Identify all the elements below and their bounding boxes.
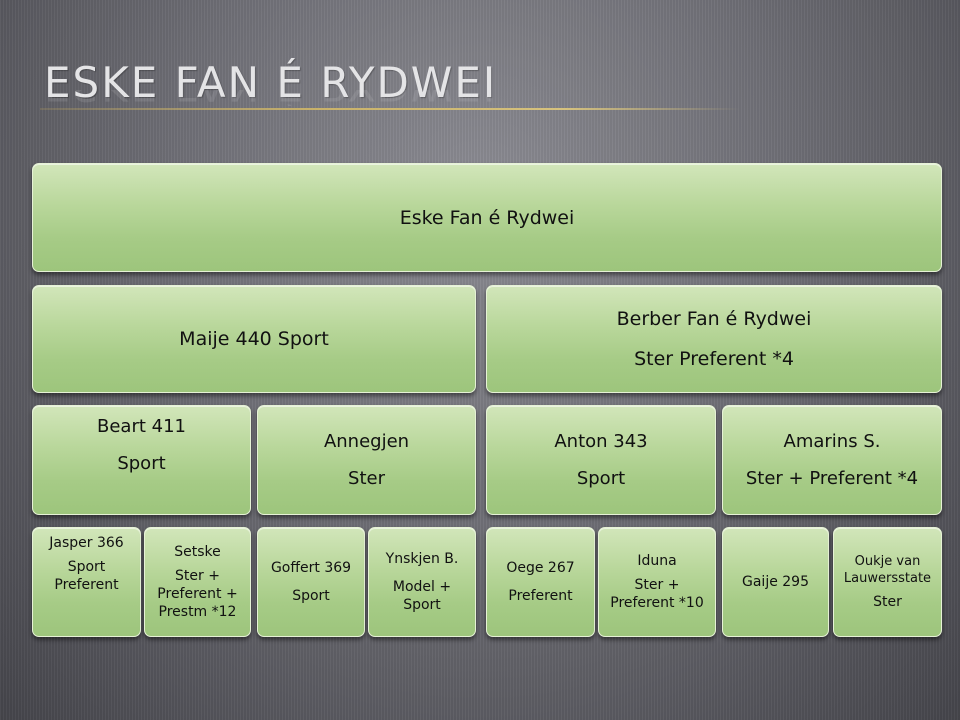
slide-title-reflection: ESKE FAN É RYDWEI — [44, 90, 497, 106]
grandparent-predicate: Ster — [348, 468, 385, 489]
great-grandparent-box: Gaije 295 — [722, 527, 829, 637]
great-grandparent-box: Oege 267 Preferent — [486, 527, 595, 637]
great-grandparent-name: Setske — [174, 544, 221, 560]
great-grandparent-predicate: Preferent — [508, 588, 573, 604]
great-grandparent-name: Goffert 369 — [270, 560, 352, 576]
title-rule — [40, 108, 740, 110]
great-grandparent-name: Ynskjen B. — [385, 551, 459, 567]
great-grandparent-box: Setske Ster + Preferent + Prestm *12 — [144, 527, 251, 637]
great-grandparent-name: Iduna — [637, 553, 677, 569]
great-grandparent-name: Gaije 295 — [742, 574, 809, 590]
parent-predicate: Ster Preferent *4 — [634, 348, 794, 370]
grandparent-name: Beart 411 — [97, 416, 186, 437]
grandparent-name: Annegjen — [323, 431, 410, 452]
parent-name: Berber Fan é Rydwei — [616, 308, 812, 330]
grandparent-box: Beart 411 Sport — [32, 405, 251, 515]
parent-box-dam: Berber Fan é Rydwei Ster Preferent *4 — [486, 285, 942, 393]
grandparent-name: Anton 343 — [554, 431, 648, 452]
great-grandparent-predicate: Sport — [292, 588, 330, 604]
great-grandparent-predicate: Model + Sport — [392, 579, 452, 613]
great-grandparent-box: Iduna Ster + Preferent *10 — [598, 527, 716, 637]
grandparent-predicate: Sport — [117, 453, 166, 474]
parent-box-sire: Maije 440 Sport — [32, 285, 476, 393]
great-grandparent-name: Oege 267 — [506, 560, 575, 576]
grandparent-name: Amarins S. — [783, 431, 881, 452]
grandparent-box: Anton 343 Sport — [486, 405, 716, 515]
great-grandparent-name: Jasper 366 — [49, 535, 124, 551]
great-grandparent-predicate: Ster — [873, 594, 902, 610]
great-grandparent-predicate: Sport Preferent — [54, 559, 119, 593]
parent-name: Maije 440 Sport — [179, 328, 329, 350]
great-grandparent-name: Oukje van Lauwersstate — [843, 554, 932, 586]
grandparent-predicate: Ster + Preferent *4 — [745, 468, 919, 489]
great-grandparent-box: Jasper 366 Sport Preferent — [32, 527, 141, 637]
root-name: Eske Fan é Rydwei — [399, 206, 575, 229]
great-grandparent-box: Goffert 369 Sport — [257, 527, 365, 637]
great-grandparent-box: Oukje van Lauwersstate Ster — [833, 527, 942, 637]
grandparent-predicate: Sport — [576, 468, 626, 489]
great-grandparent-predicate: Ster + Preferent *10 — [610, 577, 704, 611]
great-grandparent-box: Ynskjen B. Model + Sport — [368, 527, 476, 637]
pedigree-root-box: Eske Fan é Rydwei — [32, 163, 942, 272]
slide-title: ESKE FAN É RYDWEI — [44, 58, 498, 107]
grandparent-box: Amarins S. Ster + Preferent *4 — [722, 405, 942, 515]
great-grandparent-predicate: Ster + Preferent + Prestm *12 — [157, 568, 238, 620]
grandparent-box: Annegjen Ster — [257, 405, 476, 515]
